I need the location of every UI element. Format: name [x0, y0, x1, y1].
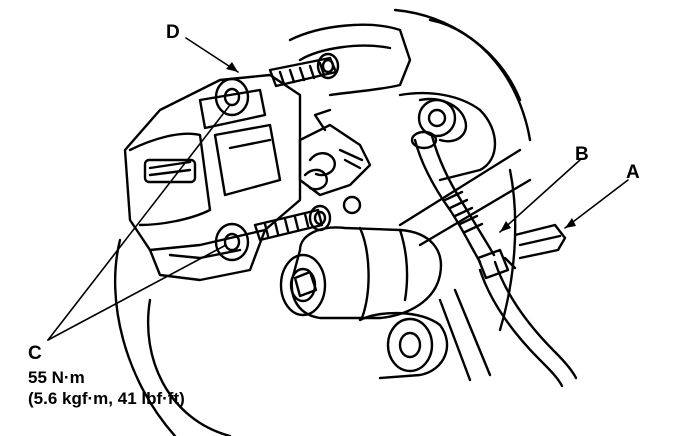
leader-lines: [47, 37, 629, 341]
caliper-bolt-upper: [268, 52, 340, 88]
brake-rotor: [113, 8, 532, 436]
callout-label-a: A: [626, 162, 640, 183]
leader-arrowheads: [226, 62, 576, 232]
hose-clip: [503, 223, 567, 270]
steering-knuckle: [288, 23, 497, 182]
caliper-bolt-lower: [253, 204, 332, 242]
parking-brake-cable: [398, 148, 578, 388]
callout-label-d: D: [166, 22, 180, 43]
torque-spec: 55 N·m (5.6 kgf·m, 41 lbf·ft): [28, 367, 185, 409]
brake-hose: [410, 130, 510, 280]
parking-brake-lever: [298, 108, 372, 215]
lower-mount: [358, 288, 492, 382]
callout-label-c: C: [28, 343, 42, 364]
callout-label-b: B: [575, 144, 589, 165]
bracket-bosses: [214, 77, 250, 262]
caliper-body: [123, 73, 302, 282]
torque-spec-metric: 55 N·m: [28, 368, 85, 387]
knuckle-arm: [279, 226, 443, 320]
torque-spec-imperial: (5.6 kgf·m, 41 lbf·ft): [28, 389, 185, 408]
